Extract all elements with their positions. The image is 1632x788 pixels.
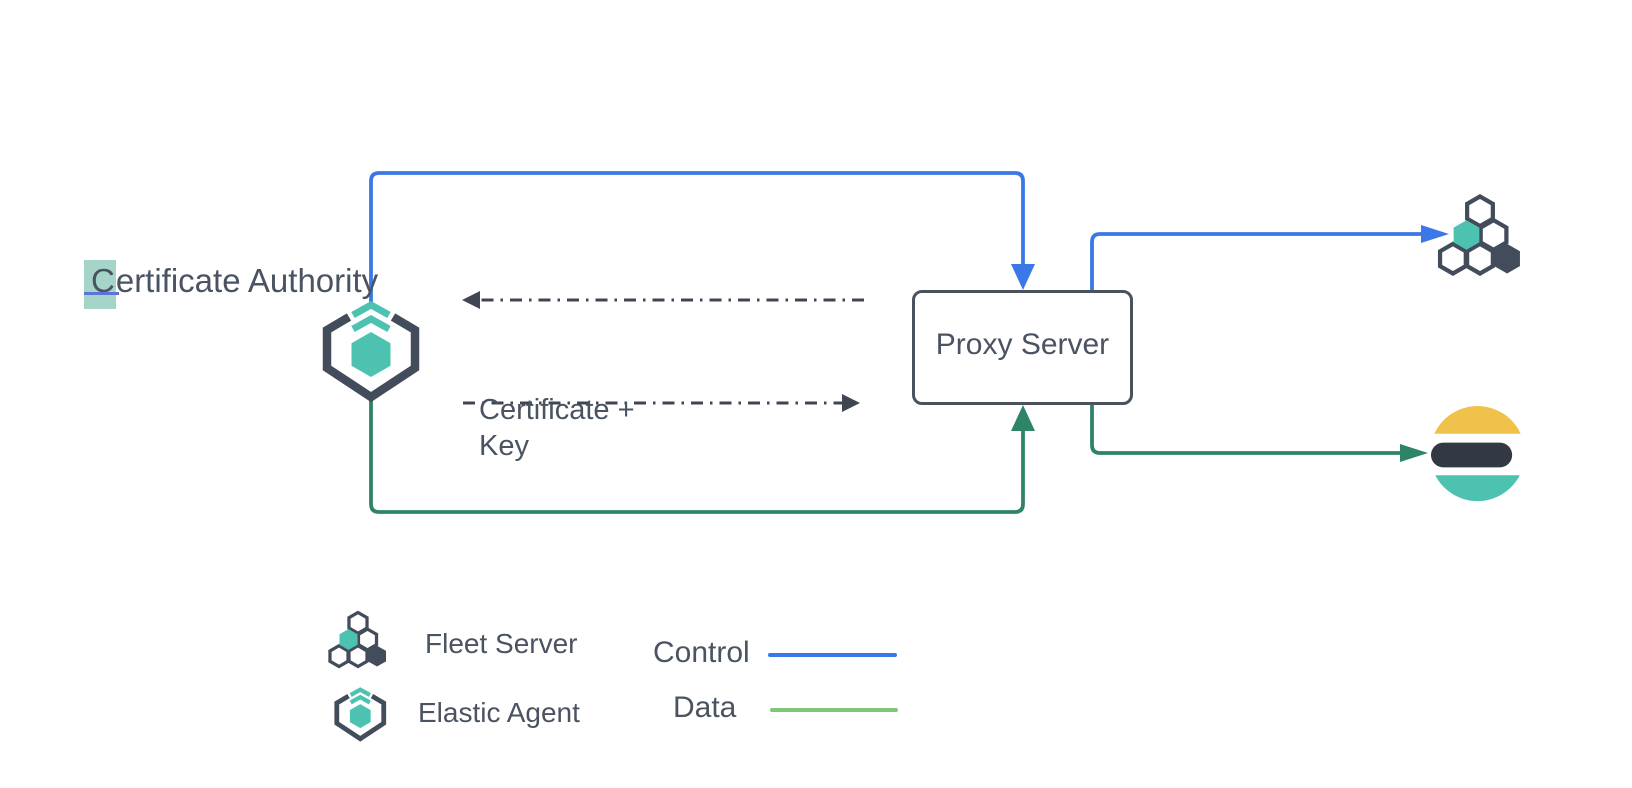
cert-request-dashed-arrow [462,291,864,309]
legend-elastic-agent-label: Elastic Agent [418,697,580,728]
elastic-agent-icon [334,687,387,742]
cert-key-line2: Key [479,430,529,462]
control-line-proxy-to-fleet [1090,225,1449,290]
text-cursor-line [84,292,119,295]
arrowhead-right-icon [1400,444,1428,462]
legend-control-line [768,653,897,657]
fleet-dark-hexagon [1494,243,1520,274]
es-top-arc [1434,406,1521,434]
data-line-agent-to-proxy [369,398,1035,514]
cert-key-line1: Certificate + [479,394,635,426]
elastic-agent-icon [322,300,420,403]
es-bottom-arc [1435,475,1520,502]
certificate-authority-text: ertificate Authority [115,262,379,299]
arrowhead-right-icon [1421,225,1449,243]
fleet-server-icon [328,610,387,669]
legend-data-label: Data [673,691,737,724]
agent-hexagon [351,332,391,377]
fleet-teal-hexagon [1453,220,1480,250]
arrowhead-left-icon [462,291,480,309]
elasticsearch-icon [1430,406,1521,502]
proxy-server-label: Proxy Server [935,327,1110,361]
data-line-proxy-to-elasticsearch [1090,405,1428,462]
arrowhead-down-icon [1011,264,1035,290]
arrowhead-up-icon [1011,405,1035,431]
legend-fleet-server-label: Fleet Server [425,628,578,659]
selected-text-highlight: C [84,260,116,309]
arrowhead-right-icon [842,394,860,412]
certificate-authority-label: Certificate Authority [84,260,379,309]
es-middle-bar [1430,442,1513,468]
agent-hex-outline [322,313,420,403]
cert-key-label: Certificate + Key [479,392,635,464]
agent-chevron-icon [351,314,391,333]
legend-control-label: Control [653,636,750,669]
control-line-agent-to-proxy [369,171,1035,303]
proxy-server-box: Proxy Server [912,290,1133,405]
fleet-server-icon [1437,194,1520,276]
cert-key-dashed-arrow [463,394,860,412]
agent-chevron-icon [351,300,391,319]
legend-data-line [770,708,898,712]
